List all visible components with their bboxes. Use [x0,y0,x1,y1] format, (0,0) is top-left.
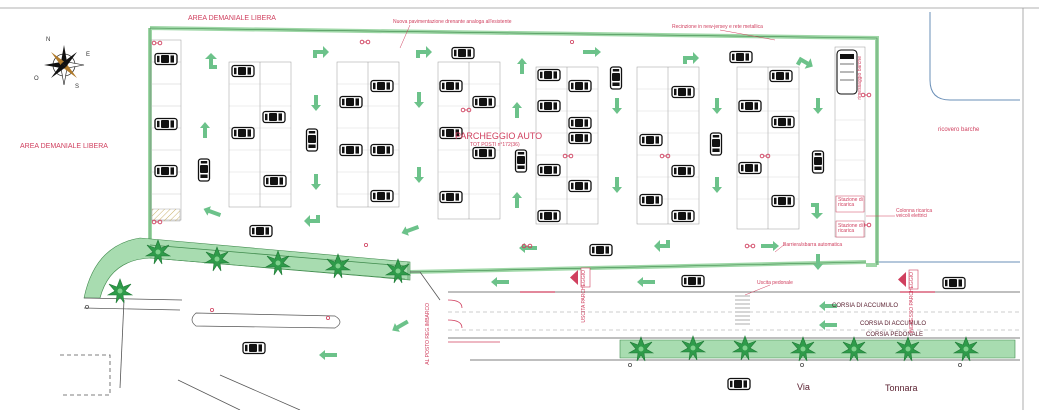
label-parcheggio-auto: PARCHEGGIO AUTO [455,131,543,141]
compass-s: S [75,84,80,90]
label-uscita-pedonale: Uscita pedonale [757,280,793,286]
label-sign-uscita: USCITA PARCHEGGIO [581,270,587,323]
label-corsia-accumulo-1: CORSIA DI ACCUMULO [832,303,899,309]
label-al-posto-reg: AL POSTO REG.IMBARCO [425,303,431,365]
parking-stall-blocks [228,46,866,238]
label-stazione-ricarica-2: Stazione di ricarica [838,223,863,234]
label-nuova-pavimentazione: Nuova pavimentazione drenante analoga al… [393,19,512,25]
label-stazione-ricarica-1: Stazione di ricarica [838,197,863,208]
label-area-demaniale-left: AREA DEMANIALE LIBERA [20,143,108,150]
perimeter-hedge [148,26,879,274]
lamp-post-icon [85,39,963,367]
compass-o: O [34,76,39,82]
label-ricovero-barche: ricovero barche [938,127,980,133]
label-rimessaggio: rimessaggio barche [857,56,863,100]
label-via: Via [797,382,810,392]
label-corsia-pedonale: CORSIA PEDONALE [866,332,924,338]
label-corsia-accumulo-2: CORSIA DI ACCUMULO [860,321,927,327]
bus-icon [836,49,858,95]
label-parcheggio-posti: TOT POSTI n°172(36) [470,142,520,148]
compass-icon [44,45,85,86]
gate-sign [570,267,919,290]
direction-arrow-icon [200,46,837,360]
label-sign-ingresso: INGRESSO PARCHEGGIO [909,272,915,334]
compass-e: E [86,52,91,58]
label-recinzione: Recinzione in new-jersey e rete metallic… [672,24,763,30]
label-colonna-ricarica: Colonna ricarica veicoli elettrici [896,208,933,219]
compass-n: N [46,37,51,43]
label-tonnara: Tonnara [885,383,918,393]
label-area-demaniale-top: AREA DEMANIALE LIBERA [188,15,276,22]
label-barriera: Barriera/sbarra automatica [783,242,843,248]
